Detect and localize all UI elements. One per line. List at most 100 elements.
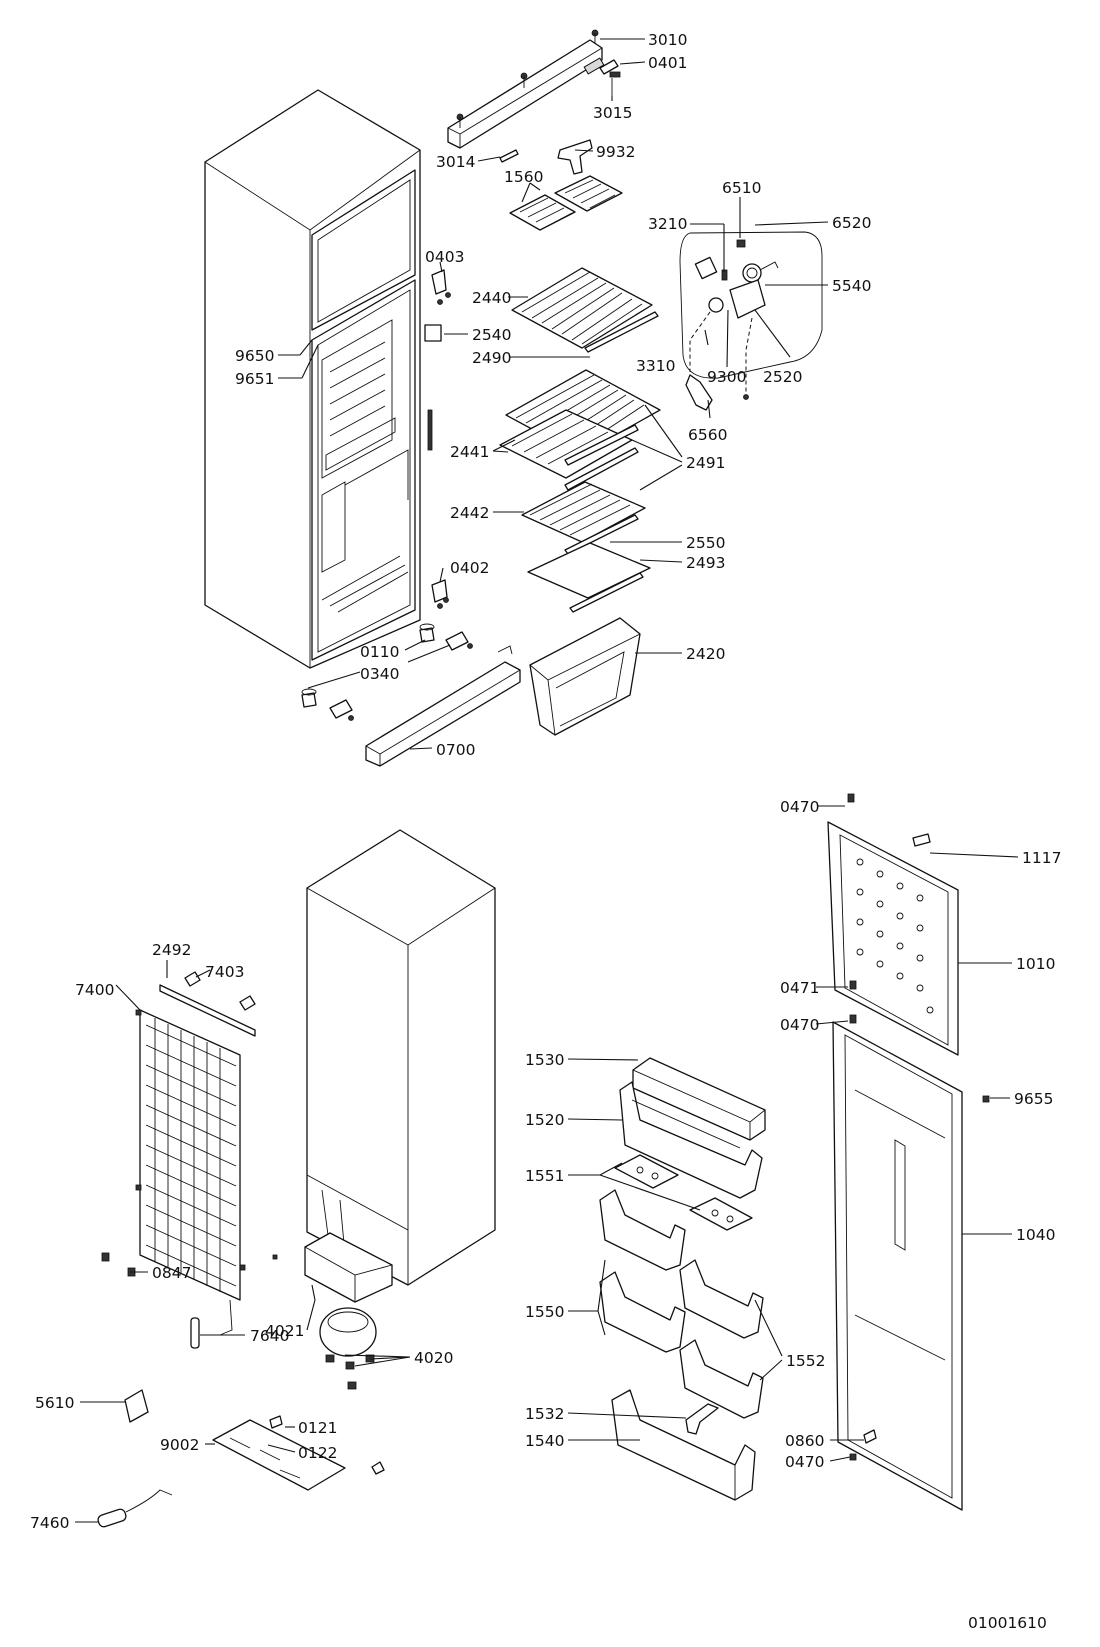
callout-2490: 2490	[472, 349, 511, 367]
hinge-cover-part	[847, 793, 990, 1461]
refrigerator-cabinet	[204, 89, 433, 669]
callout-1530: 1530	[525, 1051, 564, 1069]
drawing-code: 01001610	[968, 1614, 1047, 1632]
cabinet-rear-view	[306, 829, 496, 1286]
hinge-bracket-lower	[431, 579, 449, 609]
callout-6560: 6560	[688, 426, 727, 444]
hinge-lower-part	[329, 631, 473, 721]
relay-box-part	[124, 1389, 149, 1423]
callout-4020: 4020	[414, 1349, 453, 1367]
callout-1560: 1560	[504, 168, 543, 186]
callout-2440: 2440	[472, 289, 511, 307]
callout-7403: 7403	[205, 963, 244, 981]
fridge-shelf-upper-part	[499, 369, 661, 491]
drier-filter-part	[190, 1317, 200, 1349]
callout-3310: 3310	[636, 357, 675, 375]
control-knob-part	[557, 139, 593, 175]
callout-1552: 1552	[786, 1352, 825, 1370]
fridge-door-part	[832, 1021, 963, 1511]
clip-part	[184, 971, 256, 1011]
bottle-shelf-part	[611, 1389, 756, 1501]
sensor-cable-part	[97, 1489, 173, 1528]
callout-3014: 3014	[436, 153, 475, 171]
callout-0470-mid: 0470	[780, 1016, 819, 1034]
egg-tray-part	[614, 1154, 753, 1231]
label-plate-part	[912, 833, 931, 847]
bottle-holder-part	[599, 1189, 764, 1419]
callout-7400: 7400	[75, 981, 114, 999]
callout-1550: 1550	[525, 1303, 564, 1321]
callout-0471: 0471	[780, 979, 819, 997]
door-shelf-upper-part	[619, 1081, 763, 1199]
hinge-pin-part	[599, 59, 621, 96]
callout-0860: 0860	[785, 1432, 824, 1450]
fridge-shelf-lower-part	[521, 481, 646, 555]
crisper-drawer-part	[529, 617, 641, 736]
callout-2491: 2491	[686, 454, 725, 472]
callout-0847: 0847	[152, 1264, 191, 1282]
callout-7460: 7460	[30, 1514, 69, 1532]
compressor-part	[319, 1307, 377, 1390]
callout-0121: 0121	[298, 1419, 337, 1437]
freezer-shelf-part	[511, 267, 659, 353]
callout-0122: 0122	[298, 1444, 337, 1462]
callout-0700: 0700	[436, 741, 475, 759]
callout-9651: 9651	[235, 370, 274, 388]
kick-plate-part	[365, 645, 521, 767]
callout-9650: 9650	[235, 347, 274, 365]
callout-0470-bottom: 0470	[785, 1453, 824, 1471]
callout-2442: 2442	[450, 504, 489, 522]
callout-5540: 5540	[832, 277, 871, 295]
callout-9002: 9002	[160, 1436, 199, 1454]
callout-9300: 9300	[707, 368, 746, 386]
callout-1532: 1532	[525, 1405, 564, 1423]
adjustable-foot-part	[301, 623, 435, 708]
callout-0401: 0401	[648, 54, 687, 72]
condenser-bracket-part	[159, 984, 256, 1037]
callout-2520: 2520	[763, 368, 802, 386]
callout-labels: 3010 0401 3015 3014 9932 1560 6510 3210 …	[30, 31, 1061, 1632]
compressor-tray-part	[304, 1232, 393, 1303]
ice-tray-part	[509, 175, 623, 231]
callout-3010: 3010	[648, 31, 687, 49]
callout-2441: 2441	[450, 443, 489, 461]
callout-1117: 1117	[1022, 849, 1061, 867]
callout-0470-top: 0470	[780, 798, 819, 816]
freezer-door-gasket-pattern	[856, 858, 934, 1014]
callout-4021: 4021	[265, 1322, 304, 1340]
leader-lines	[75, 38, 1019, 1523]
callout-1551: 1551	[525, 1167, 564, 1185]
callout-0340: 0340	[360, 665, 399, 683]
pcb-board-part	[212, 1415, 385, 1491]
callout-6510: 6510	[722, 179, 761, 197]
callout-1010: 1010	[1016, 955, 1055, 973]
callout-2492: 2492	[152, 941, 191, 959]
freezer-door-part	[827, 821, 959, 1056]
shelf-divider-part	[685, 1403, 719, 1435]
callout-0402: 0402	[450, 559, 489, 577]
lamp-assembly-group	[679, 231, 823, 411]
callout-2420: 2420	[686, 645, 725, 663]
callout-9655: 9655	[1014, 1090, 1053, 1108]
callout-1040: 1040	[1016, 1226, 1055, 1244]
callout-2540: 2540	[472, 326, 511, 344]
callout-3015: 3015	[593, 104, 632, 122]
callout-5610: 5610	[35, 1394, 74, 1412]
callout-0403: 0403	[425, 248, 464, 266]
callout-2550: 2550	[686, 534, 725, 552]
condenser-part	[135, 1009, 246, 1336]
glass-shelf-part	[527, 542, 651, 613]
callout-0110: 0110	[360, 643, 399, 661]
spacer-strip-part	[499, 149, 519, 163]
callout-1540: 1540	[525, 1432, 564, 1450]
hinge-bracket-upper	[431, 269, 451, 305]
callout-9932: 9932	[596, 143, 635, 161]
thermostat-part	[424, 324, 442, 342]
callout-6520: 6520	[832, 214, 871, 232]
callout-7640: 7640	[250, 1327, 289, 1345]
callout-1520: 1520	[525, 1111, 564, 1129]
callout-3210: 3210	[648, 215, 687, 233]
top-cover-part	[447, 29, 605, 149]
callout-2493: 2493	[686, 554, 725, 572]
